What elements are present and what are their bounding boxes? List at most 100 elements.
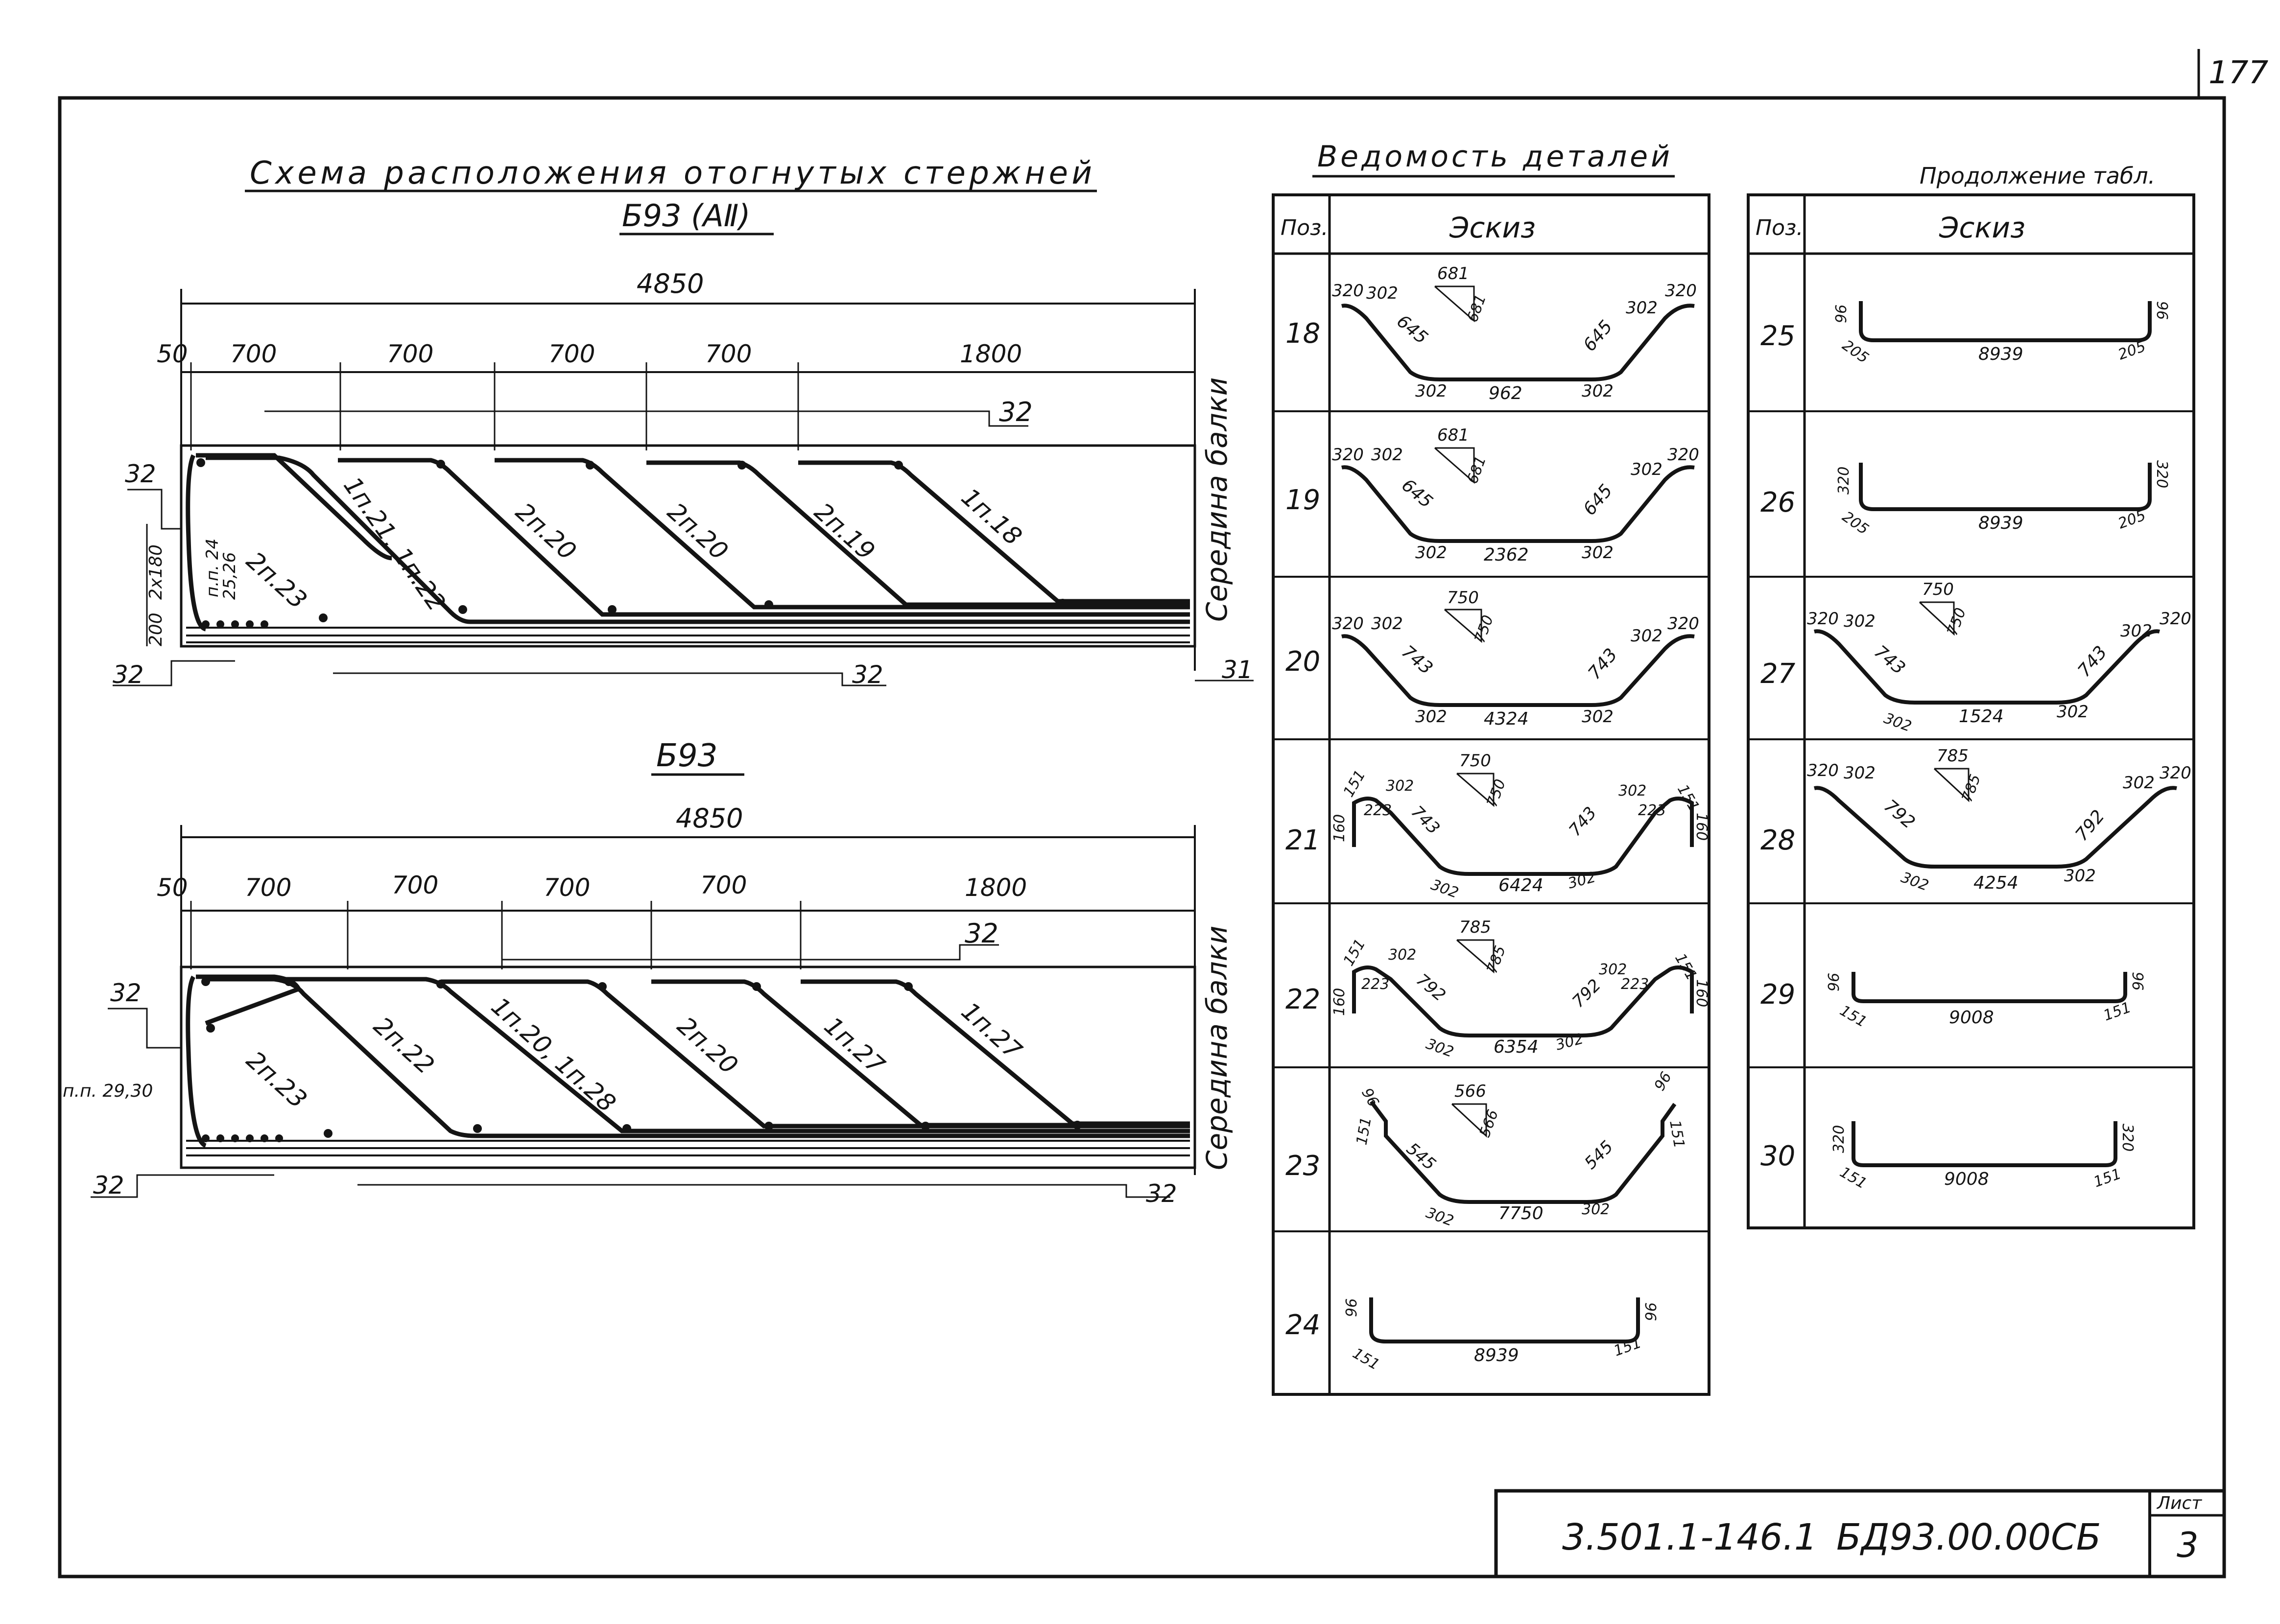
sk: 320 <box>2119 1124 2136 1152</box>
sk: 205 <box>1839 508 1872 539</box>
sk: 6354 <box>1494 1037 1539 1057</box>
sk: 320 <box>1332 614 1364 634</box>
bar-dot <box>764 1122 773 1130</box>
bar-label: 1п.21, 1п.22 <box>338 472 451 616</box>
sk: 6424 <box>1498 875 1544 895</box>
bar-dot <box>216 1134 224 1142</box>
sk: 160 <box>1331 988 1348 1016</box>
sketch-27 <box>1814 629 2160 705</box>
sk: 750 <box>1922 580 1954 599</box>
sk: 2362 <box>1484 545 1529 565</box>
bar-dot <box>261 1134 268 1142</box>
sk: 151 <box>1666 1119 1687 1149</box>
dim-seg-text: 700 <box>230 340 277 368</box>
scheme-top-subtitle: Б93 (АⅡ) <box>622 198 750 234</box>
callout-leader-left <box>127 489 181 530</box>
sk: 223 <box>1364 802 1392 819</box>
sk: 320 <box>2153 460 2170 488</box>
row-pos: 26 <box>1760 487 1795 518</box>
side-label: 2х180 <box>146 544 166 600</box>
sk: 743 <box>1565 803 1600 840</box>
bar-label: 2п.20 <box>672 1012 743 1080</box>
sk: 160 <box>1331 814 1348 842</box>
sk: 320 <box>1665 281 1697 301</box>
sk: 962 <box>1489 383 1522 403</box>
stirrup-hook <box>186 454 207 632</box>
bar-label: 1п.20, 1п.28 <box>486 992 621 1118</box>
callout-top: 32 <box>965 918 998 949</box>
row-pos: 22 <box>1285 984 1320 1015</box>
bent-bar <box>196 453 392 561</box>
row-pos: 20 <box>1285 646 1320 678</box>
details-title: Ведомость деталей <box>1317 140 1670 174</box>
callout-bottom: 32 <box>852 660 883 689</box>
sk: 320 <box>2160 763 2191 783</box>
sk: 785 <box>1937 746 1969 766</box>
sk: 320 <box>1807 609 1839 629</box>
bar-dot <box>752 982 761 991</box>
sketch-24 <box>1369 1297 1640 1343</box>
sketch-19 <box>1341 465 1695 543</box>
dim-seg-text: 700 <box>548 340 595 368</box>
bent-bar <box>798 460 1190 604</box>
callout-leader-bottom <box>357 1184 1170 1198</box>
sk: 302 <box>2064 866 2096 886</box>
sk: 7750 <box>1498 1203 1544 1224</box>
side-label: п.п. 29,30 <box>63 1081 153 1101</box>
sk: 681 <box>1464 292 1490 325</box>
side-label: 25,26 <box>220 552 239 600</box>
sketch-triangle <box>1933 768 1970 802</box>
dim-seg-text: 50 <box>157 873 188 902</box>
bar-dot <box>246 1134 254 1142</box>
document-code: БД93.00.00СБ <box>1836 1516 2101 1558</box>
bar-dot <box>285 977 293 986</box>
sk: 302 <box>1582 543 1614 563</box>
callout-left: 32 <box>110 979 142 1007</box>
callout-leader-top <box>264 410 1028 427</box>
sk: 645 <box>1579 317 1616 355</box>
sk: 750 <box>1459 751 1491 771</box>
sketch-20 <box>1341 634 1695 707</box>
sk: 792 <box>1880 796 1919 833</box>
sk: 302 <box>1366 283 1398 303</box>
sketch-triangle <box>1434 447 1475 484</box>
bar-dot <box>231 1134 239 1142</box>
dim-seg-text: 1800 <box>965 873 1027 902</box>
sk: 4254 <box>1973 873 2019 893</box>
dim-seg-text: 700 <box>705 340 752 368</box>
sk: 320 <box>1830 1125 1848 1153</box>
details-col-pos: Поз. <box>1281 215 1328 240</box>
callout-leader-bottom <box>333 672 886 686</box>
bent-bar <box>338 458 1190 617</box>
midline-label: Середина балки <box>1200 926 1234 1171</box>
sk: 785 <box>1959 772 1984 804</box>
sketch-23 <box>1369 1100 1677 1204</box>
sk: 320 <box>1667 445 1699 465</box>
dim-seg-text: 700 <box>387 340 433 368</box>
sheet-number: 3 <box>2177 1525 2199 1565</box>
sk: 302 <box>1618 782 1646 800</box>
continuation-table: Продолжение табл. Поз. Эскиз 25 26 27 28… <box>1747 163 2195 1229</box>
bar-dot <box>196 458 205 467</box>
row-pos: 19 <box>1285 484 1320 516</box>
bar-label: 2п.20 <box>510 497 582 565</box>
dim-seg-text: 700 <box>245 873 291 902</box>
scheme-top-title: Схема расположения отогнутых стержней <box>250 155 1092 191</box>
sk: 96 <box>1641 1302 1659 1321</box>
sk: 302 <box>1844 612 1876 631</box>
bar-dot <box>231 620 239 628</box>
sk: 750 <box>1447 588 1479 608</box>
sk: 302 <box>1386 777 1414 795</box>
scheme-bottom: Б93 4850 50 700 700 700 700 1800 32 <box>63 738 1234 1208</box>
sk: 9008 <box>1949 1008 1994 1028</box>
sk: 302 <box>1881 710 1914 735</box>
beam-outline-bottom <box>180 965 1196 1169</box>
sk: 302 <box>1582 707 1614 727</box>
sk: 160 <box>1693 813 1710 841</box>
sk: 302 <box>2057 702 2089 722</box>
bar-dot <box>206 1024 215 1033</box>
sk: 320 <box>1332 281 1364 301</box>
dim-seg-text: 700 <box>700 871 747 899</box>
sk: 151 <box>2091 1165 2124 1191</box>
